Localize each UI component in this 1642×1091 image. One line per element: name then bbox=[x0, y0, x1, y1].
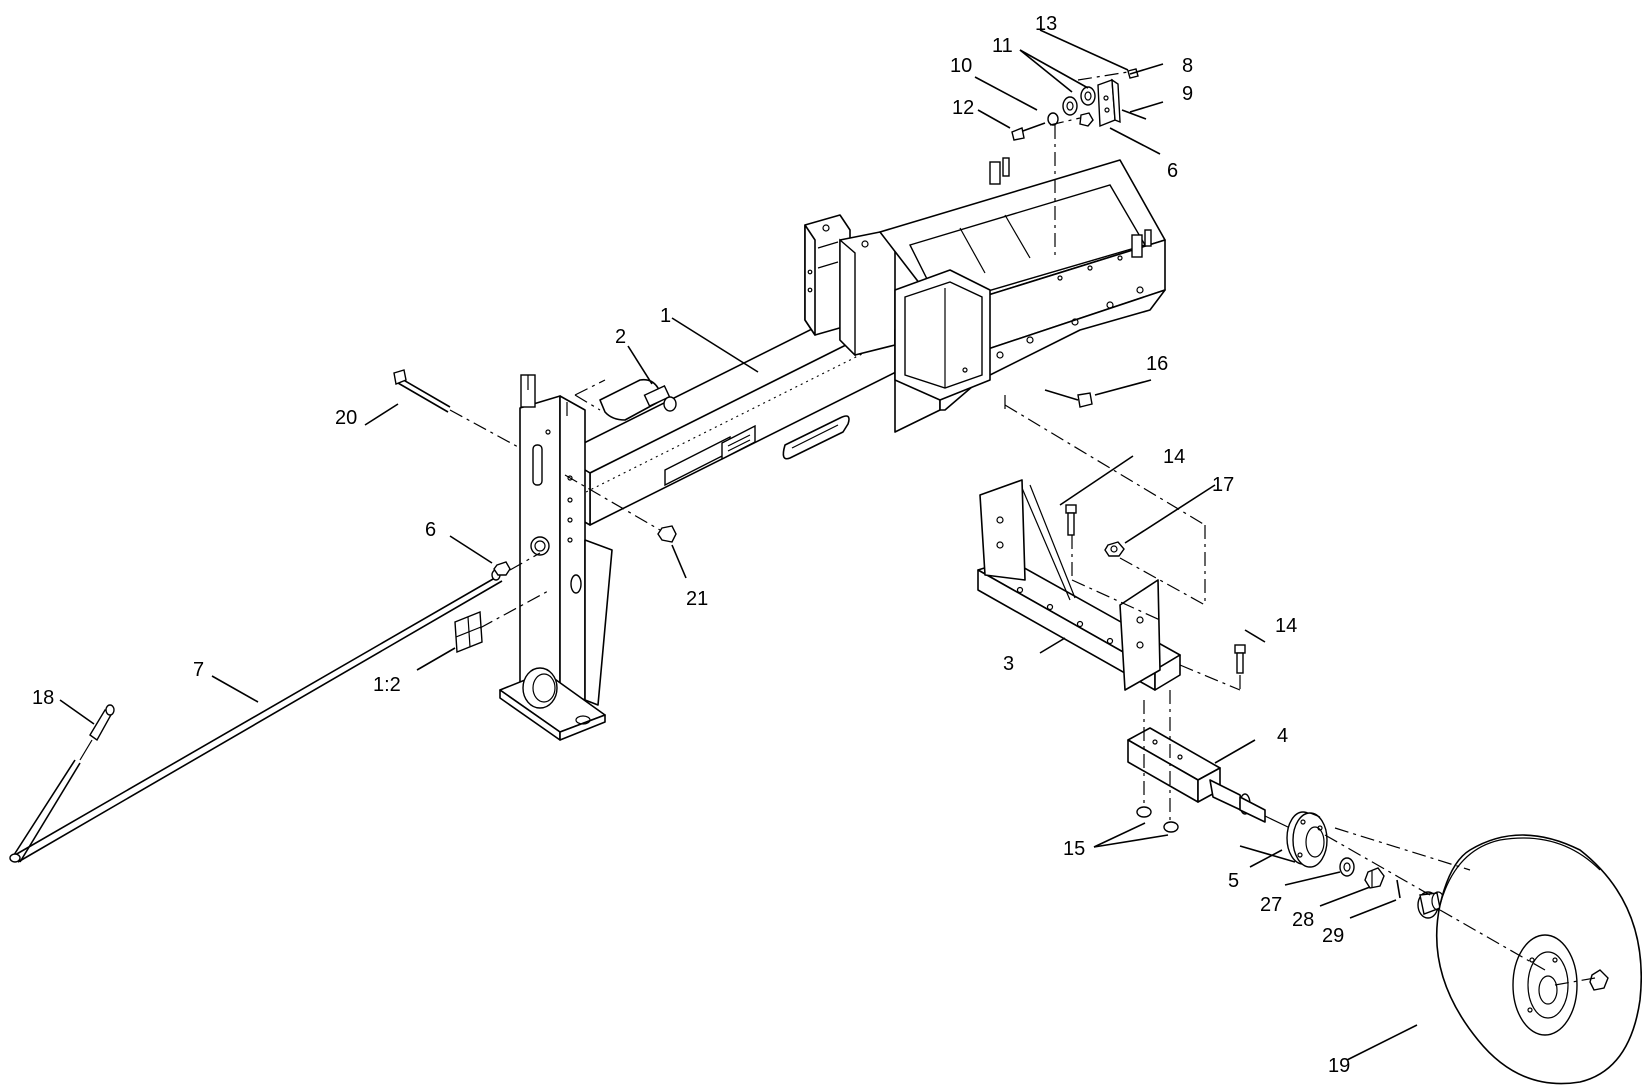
callout-14-lower: 14 bbox=[1275, 615, 1297, 637]
callout-1-2: 1:2 bbox=[373, 674, 401, 696]
callout-9: 9 bbox=[1182, 83, 1193, 105]
decal-1-2 bbox=[454, 610, 483, 654]
wheel bbox=[1435, 834, 1642, 1085]
nuts-15 bbox=[1136, 806, 1179, 833]
dust-cap bbox=[1417, 891, 1445, 919]
callout-6-left: 6 bbox=[425, 519, 436, 541]
tongue-bar-7 bbox=[14, 569, 503, 863]
callout-labels: 1 2 3 4 5 6 6 7 8 9 10 11 12 13 14 14 15… bbox=[32, 13, 1350, 1077]
callout-16: 16 bbox=[1146, 353, 1168, 375]
callout-12: 12 bbox=[952, 97, 974, 119]
bolt-16 bbox=[1044, 389, 1093, 408]
bolt-14-upper bbox=[1065, 504, 1077, 536]
nut-6-left bbox=[493, 561, 511, 576]
upper-hardware bbox=[1011, 68, 1147, 141]
jack-stand-18 bbox=[9, 704, 115, 863]
callout-19: 19 bbox=[1328, 1055, 1350, 1077]
callout-14-upper: 14 bbox=[1163, 446, 1185, 468]
nut-17 bbox=[1104, 541, 1125, 557]
callout-5: 5 bbox=[1228, 870, 1239, 892]
callout-1: 1 bbox=[660, 305, 671, 327]
bolt-14-lower bbox=[1234, 644, 1246, 674]
callout-4: 4 bbox=[1277, 725, 1288, 747]
hub bbox=[1286, 811, 1328, 868]
callout-6-top: 6 bbox=[1167, 160, 1178, 182]
leader-lines bbox=[59, 29, 1418, 1061]
callout-13: 13 bbox=[1035, 13, 1057, 35]
cotter-pin-29 bbox=[1396, 879, 1401, 899]
callout-7: 7 bbox=[193, 659, 204, 681]
castle-nut-28 bbox=[1364, 867, 1385, 889]
handle-2 bbox=[574, 378, 677, 421]
washer-27 bbox=[1339, 857, 1355, 877]
callout-21: 21 bbox=[686, 588, 708, 610]
callout-28: 28 bbox=[1292, 909, 1314, 931]
nut-21 bbox=[657, 525, 677, 543]
callout-27: 27 bbox=[1260, 894, 1282, 916]
callout-2: 2 bbox=[615, 326, 626, 348]
assembly-lines bbox=[449, 71, 1596, 986]
upright-post bbox=[499, 374, 613, 741]
callout-8: 8 bbox=[1182, 55, 1193, 77]
callout-3: 3 bbox=[1003, 653, 1014, 675]
callout-11: 11 bbox=[992, 35, 1013, 57]
callout-18: 18 bbox=[32, 687, 54, 709]
callout-10: 10 bbox=[950, 55, 972, 77]
callout-29: 29 bbox=[1322, 925, 1344, 947]
callout-17: 17 bbox=[1212, 474, 1234, 496]
callout-20: 20 bbox=[335, 407, 357, 429]
rear-box-frame bbox=[804, 157, 1166, 433]
wheel-bracket bbox=[977, 479, 1181, 691]
bolt-20 bbox=[393, 369, 451, 413]
callout-15: 15 bbox=[1063, 838, 1085, 860]
axle bbox=[1127, 727, 1291, 829]
